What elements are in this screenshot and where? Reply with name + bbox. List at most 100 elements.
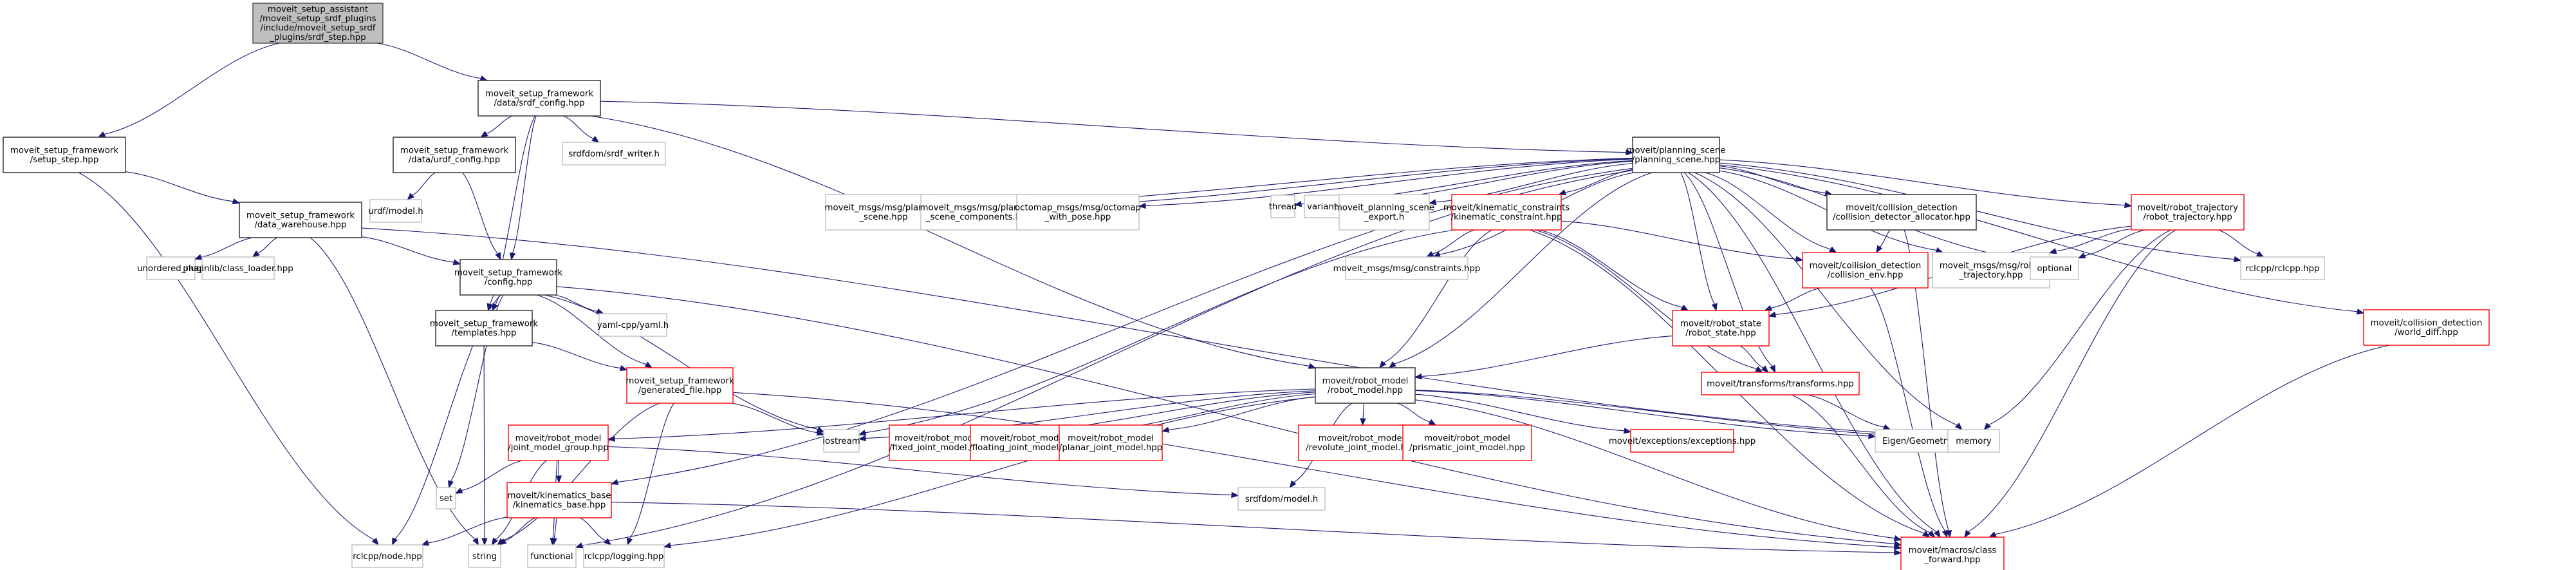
arrowhead-icon	[371, 537, 379, 546]
edge-robot_model-to-logging	[670, 396, 1316, 546]
arrowhead-icon	[858, 435, 866, 442]
node-robot-trajectory[interactable]: moveit/robot_trajectory/robot_trajectory…	[2131, 194, 2245, 231]
node-box	[1237, 487, 1326, 511]
node-kinematics-base[interactable]: moveit/kinematics_base/kinematics_base.h…	[506, 482, 612, 518]
node-label: moveit/kinematic_constraints	[1443, 204, 1570, 213]
node-planning-scene[interactable]: moveit/planning_scene/planning_scene.hpp	[1627, 137, 1726, 173]
arrowhead-icon	[1983, 423, 1992, 430]
node-eigen: Eigen/Geometry	[1875, 429, 1960, 453]
node-box	[1059, 424, 1163, 461]
node-rclcpp-hpp: rclcpp/rclcpp.hpp	[2240, 256, 2325, 280]
node-label: set	[440, 494, 452, 504]
arrowhead-icon	[454, 488, 463, 494]
edge-templates-to-generated_file	[532, 341, 621, 369]
arrowhead-icon	[1626, 149, 1634, 156]
arrowhead-icon	[1964, 529, 1971, 538]
node-label: moveit/robot_model	[1068, 434, 1154, 444]
edge-planning_scene-to-transforms	[1683, 172, 1773, 367]
node-label: moveit/robot_model	[1424, 434, 1510, 444]
arrowhead-icon	[472, 537, 479, 546]
node-octomap: octomap_msgs/msg/octomap_with_pose.hpp	[1015, 194, 1141, 231]
node-label: memory	[1956, 437, 1992, 446]
node-fixed-joint[interactable]: moveit/robot_model/fixed_joint_model.hpp	[889, 424, 987, 461]
node-config[interactable]: moveit_setup_framework/config.hpp	[454, 259, 562, 296]
node-label: functional	[530, 552, 573, 562]
arrowhead-icon	[1954, 423, 1963, 430]
node-label: urdf/model.h	[368, 207, 423, 216]
node-joint-model-group[interactable]: moveit/robot_model/joint_model_group.hpp	[508, 424, 609, 461]
arrowhead-icon	[551, 537, 557, 546]
edge-robot_model-to-class_forward	[1414, 399, 1895, 539]
arrowhead-icon	[663, 542, 672, 549]
node-optional: optional	[2030, 256, 2079, 280]
node-box	[527, 544, 577, 568]
node-box	[1802, 252, 1929, 289]
arrowhead-icon	[447, 480, 454, 489]
node-prismatic-joint[interactable]: moveit/robot_model/prismatic_joint_model…	[1402, 424, 1532, 461]
arrowhead-icon	[1428, 419, 1437, 426]
node-box	[239, 202, 362, 238]
node-setup-step[interactable]: moveit_setup_framework/setup_step.hpp	[3, 137, 126, 173]
node-label: /data/srdf_config.hpp	[494, 99, 584, 108]
arrowhead-icon	[2233, 256, 2242, 263]
edge-robot_trajectory-to-rclcpp_hpp	[2217, 229, 2258, 254]
edge-srdf_config-to-config	[512, 115, 537, 254]
node-label: /robot_model.hpp	[1328, 386, 1403, 395]
edge-cd_allocator-to-collision_env	[1879, 229, 1891, 247]
edges-layer	[78, 43, 2390, 556]
node-cd-allocator[interactable]: moveit/collision_detection/collision_det…	[1826, 194, 1977, 231]
node-label: octomap_msgs/msg/octomap	[1015, 204, 1141, 213]
node-class-forward[interactable]: moveit/macros/class_forward.hpp	[1900, 537, 2005, 570]
edge-config-to-class_forward	[556, 286, 1895, 544]
node-robot-model[interactable]: moveit/robot_model/robot_model.hpp	[1315, 367, 1416, 404]
node-world-diff[interactable]: moveit/collision_detection/world_diff.hp…	[2363, 309, 2490, 346]
arrowhead-icon	[97, 131, 106, 138]
edge-config-to-yaml	[554, 294, 598, 312]
edge-kin_constraint-to-robot_model	[1384, 229, 1492, 363]
node-label: /templates.hpp	[452, 328, 517, 338]
node-box	[2030, 256, 2079, 280]
node-variant: variant	[1304, 195, 1340, 218]
arrowhead-icon	[816, 430, 825, 436]
edge-templates-to-string	[483, 345, 485, 539]
node-box	[1451, 194, 1562, 231]
edge-robot_state-to-transforms	[1739, 345, 1764, 368]
node-planar-joint[interactable]: moveit/robot_model/planar_joint_model.hp…	[1059, 424, 1163, 461]
node-generated-file[interactable]: moveit_setup_framework/generated_file.hp…	[625, 367, 734, 404]
node-box	[393, 137, 516, 173]
node-box	[252, 3, 384, 44]
node-kin-constraint[interactable]: moveit/kinematic_constraints/kinematic_c…	[1443, 194, 1570, 231]
node-box	[468, 544, 501, 568]
node-robot-state[interactable]: moveit/robot_state/robot_state.hpp	[1672, 310, 1770, 347]
arrowhead-icon	[1934, 529, 1941, 538]
edge-joint_model_group-to-srdfdom_model	[607, 446, 1232, 496]
node-srdfdom-model: srdfdom/model.h	[1237, 487, 1326, 511]
edge-kin_constraint-to-collision_env	[1561, 220, 1797, 260]
node-ps-export: moveit_planning_scene_export.h	[1334, 194, 1434, 231]
arrowhead-icon	[2077, 252, 2086, 259]
arrowhead-icon	[495, 252, 501, 261]
node-transforms[interactable]: moveit/transforms/transforms.hpp	[1701, 372, 1860, 395]
node-label: moveit/transforms/transforms.hpp	[1707, 379, 1854, 389]
node-box	[369, 199, 422, 223]
edge-planning_scene-to-class_forward	[1688, 172, 1937, 533]
node-label: /revolute_joint_model.hpp	[1306, 443, 1417, 453]
node-urdf-config[interactable]: moveit_setup_framework/data/urdf_config.…	[393, 137, 516, 173]
node-pluginlib: pluginlib/class_loader.hpp	[183, 256, 293, 280]
node-templates[interactable]: moveit_setup_framework/templates.hpp	[430, 310, 538, 347]
node-box	[436, 487, 456, 509]
node-collision-env[interactable]: moveit/collision_detection/collision_env…	[1802, 252, 1929, 289]
node-exceptions[interactable]: moveit/exceptions/exceptions.hpp	[1609, 429, 1756, 453]
edge-urdf_config-to-config	[461, 172, 499, 254]
arrowhead-icon	[1414, 373, 1423, 380]
node-srdf-config[interactable]: moveit_setup_framework/data/srdf_config.…	[477, 80, 601, 117]
node-srdf-step[interactable]: moveit_setup_assistant/moveit_setup_srdf…	[252, 3, 384, 44]
arrowhead-icon	[1711, 303, 1718, 312]
edge-kinematics_base-to-rclcpp_node	[428, 517, 508, 544]
node-box	[1315, 367, 1416, 404]
arrowhead-icon	[2356, 309, 2365, 315]
node-data-warehouse[interactable]: moveit_setup_framework/data_warehouse.hp…	[239, 202, 362, 238]
arrowhead-icon	[1379, 360, 1387, 369]
node-label: rclcpp/logging.hpp	[584, 552, 664, 562]
